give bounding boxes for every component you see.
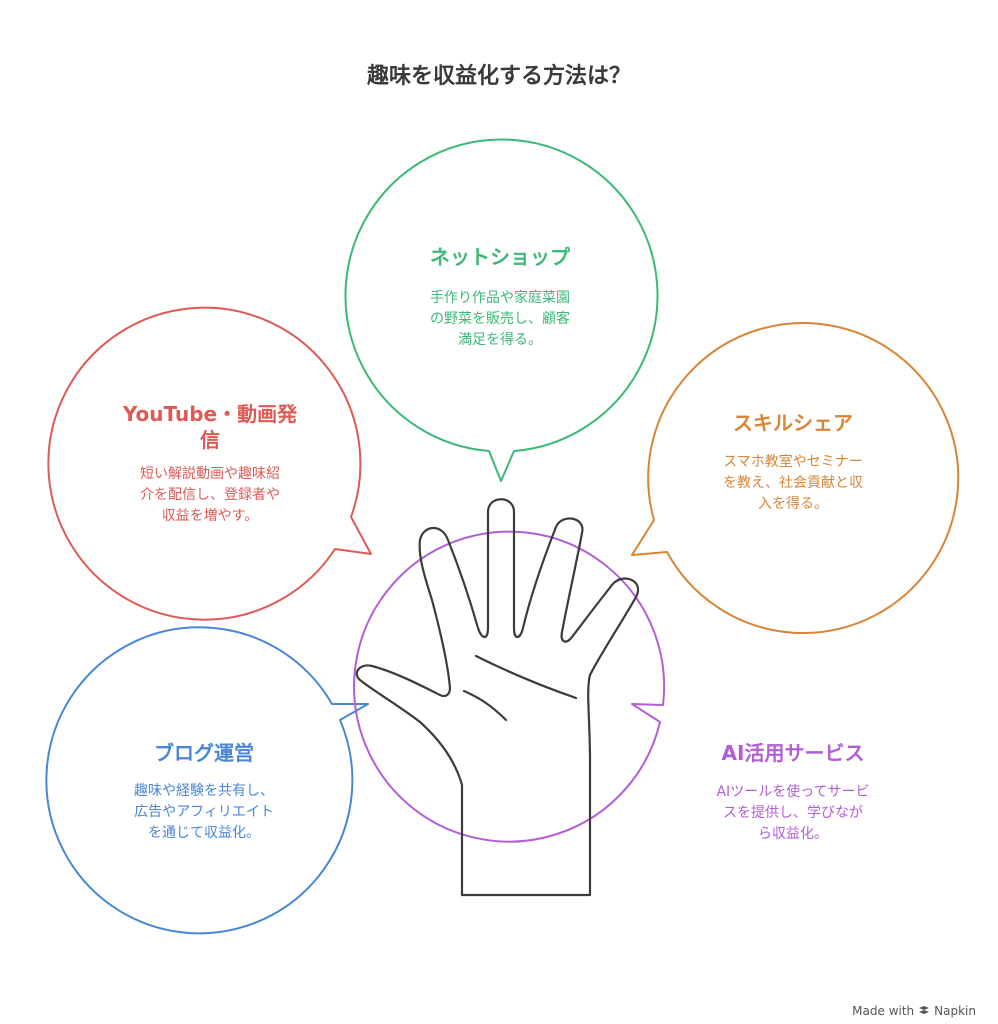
ai-description-line: スを提供し、学びなが bbox=[723, 805, 863, 821]
page-title: 趣味を収益化する方法は？ bbox=[366, 64, 631, 89]
blog-heading: ブログ運営 bbox=[154, 741, 254, 765]
napkin-logo-icon bbox=[919, 1006, 930, 1014]
youtube-description: 短い解説動画や趣味紹 介を配信し、登録者や 収益を増やす。 bbox=[90, 464, 330, 527]
skill-share-description-line: 入を得る。 bbox=[758, 496, 828, 512]
skill-share-description-line: スマホ教室やセミナー bbox=[723, 454, 863, 470]
made-with-label: Made with bbox=[852, 1004, 915, 1018]
skill-share-description: スマホ教室やセミナー を教え、社会貢献と収 入を得る。 bbox=[673, 452, 913, 515]
youtube-bubble bbox=[47, 306, 372, 621]
youtube-description-line: 短い解説動画や趣味紹 bbox=[140, 466, 280, 482]
made-with-napkin[interactable]: Made with Napkin bbox=[852, 1000, 976, 1022]
napkin-brand-label: Napkin bbox=[934, 1004, 976, 1018]
youtube-heading: YouTube・動画発 信 bbox=[90, 401, 330, 453]
ai-description-line: ら収益化。 bbox=[758, 826, 828, 842]
net-shop-description: 手作り作品や家庭菜園 の野菜を販売し、顧客 満足を得る。 bbox=[380, 288, 620, 351]
blog-description-line: を通じて収益化。 bbox=[148, 825, 260, 841]
net-shop-bubble bbox=[344, 138, 659, 482]
youtube-heading-line: YouTube・動画発 bbox=[122, 402, 298, 426]
youtube-heading-line: 信 bbox=[200, 428, 220, 452]
blog-description-line: 広告やアフィリエイト bbox=[134, 804, 274, 820]
skill-share-heading: スキルシェア bbox=[733, 411, 853, 435]
blog-description-line: 趣味や経験を共有し、 bbox=[134, 783, 274, 799]
blog-description: 趣味や経験を共有し、 広告やアフィリエイト を通じて収益化。 bbox=[84, 781, 324, 844]
skill-share-bubble bbox=[631, 322, 960, 635]
ai-description-line: AIツールを使ってサービ bbox=[716, 784, 870, 800]
net-shop-description-line: 満足を得る。 bbox=[458, 332, 542, 348]
ai-heading: AI活用サービス bbox=[721, 741, 865, 765]
ai-bubble bbox=[353, 530, 666, 843]
net-shop-description-line: の野菜を販売し、顧客 bbox=[430, 311, 570, 327]
youtube-description-line: 収益を増やす。 bbox=[161, 508, 259, 524]
net-shop-heading: ネットショップ bbox=[430, 245, 570, 269]
open-hand-icon bbox=[355, 498, 640, 897]
youtube-description-line: 介を配信し、登録者や bbox=[140, 487, 280, 503]
blog-bubble bbox=[45, 626, 369, 935]
net-shop-description-line: 手作り作品や家庭菜園 bbox=[430, 290, 570, 306]
skill-share-description-line: を教え、社会貢献と収 bbox=[723, 475, 863, 491]
ai-description: AIツールを使ってサービ スを提供し、学びなが ら収益化。 bbox=[673, 782, 913, 845]
